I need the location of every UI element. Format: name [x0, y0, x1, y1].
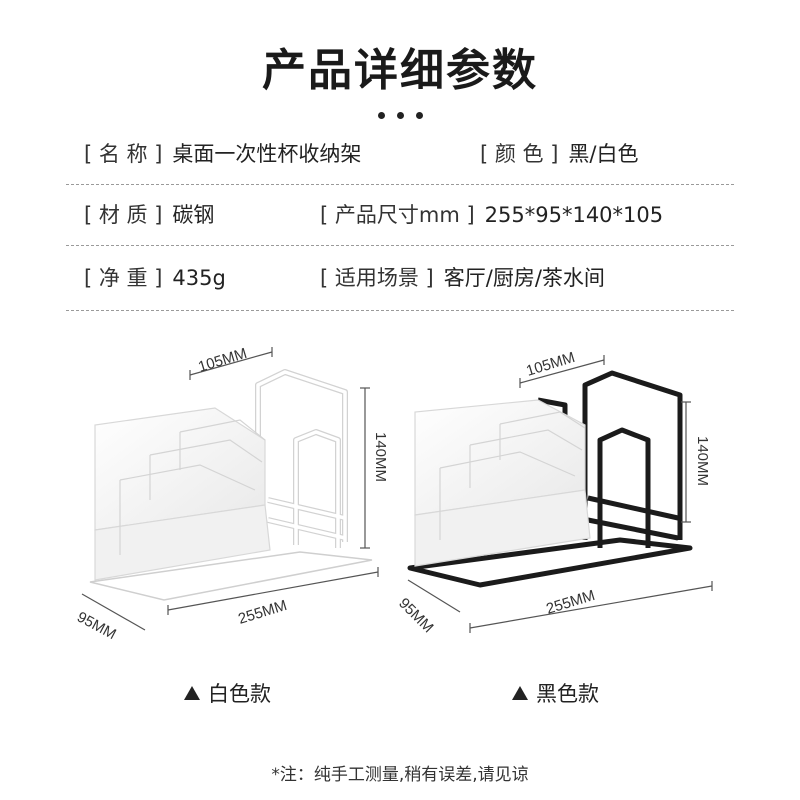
spec-material: [ 材 质 ]碳钢: [84, 203, 215, 227]
black-holder-image: 105MM 140MM 255MM 95MM: [395, 349, 713, 636]
white-holder-image: 105MM 140MM 255MM 95MM: [74, 345, 389, 643]
divider: [66, 184, 734, 185]
spec-color: [ 颜 色 ]黑/白色: [480, 142, 639, 166]
spec-name: [ 名 称 ]桌面一次性杯收纳架: [84, 142, 362, 166]
spec-row-1: [ 名 称 ]桌面一次性杯收纳架 [ 颜 色 ]黑/白色: [84, 134, 716, 174]
spec-weight: [ 净 重 ]435g: [84, 266, 226, 290]
white-dim-depth: 95MM: [74, 609, 119, 644]
black-dim-height: 140MM: [694, 436, 711, 486]
page-title: 产品详细参数: [262, 45, 538, 96]
spec-scene: [ 适用场景 ]客厅/厨房/茶水间: [320, 266, 605, 290]
spec-row-3: [ 净 重 ]435g [ 适用场景 ]客厅/厨房/茶水间: [84, 258, 716, 298]
title-dots: [0, 104, 800, 123]
triangle-up-icon: [512, 686, 528, 700]
divider: [66, 245, 734, 246]
white-dim-height: 140MM: [372, 432, 389, 482]
black-dim-depth: 95MM: [395, 595, 436, 636]
footnote: *注：纯手工测量,稍有误差,请见谅: [271, 765, 529, 785]
black-dim-length: 255MM: [544, 587, 597, 618]
caption-white: 白色款: [184, 678, 271, 708]
spec-size: [ 产品尺寸mm ]255*95*140*105: [320, 203, 664, 227]
caption-black: 黑色款: [512, 678, 599, 708]
divider: [66, 310, 734, 311]
white-dim-top: 105MM: [196, 345, 249, 376]
spec-row-2: [ 材 质 ]碳钢 [ 产品尺寸mm ]255*95*140*105: [84, 195, 716, 235]
triangle-up-icon: [184, 686, 200, 700]
white-dim-length: 255MM: [236, 597, 289, 628]
